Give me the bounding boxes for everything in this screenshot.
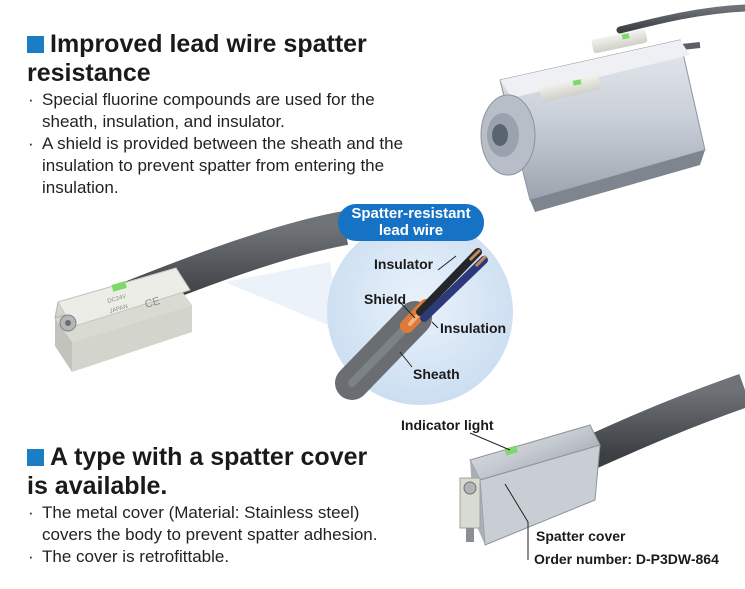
label-insulator: Insulator (374, 256, 434, 272)
label-sheath: Sheath (413, 366, 460, 382)
spatter-resistant-badge: Spatter-resistant lead wire (338, 204, 484, 241)
label-shield: Shield (364, 291, 407, 307)
section1-bullets: Special fluorine compounds are used for … (28, 89, 428, 199)
label-spatter-cover: Spatter cover (536, 528, 626, 544)
section2-bullets: The metal cover (Material: Stainless ste… (28, 502, 408, 568)
svg-text:JAPAN: JAPAN (109, 304, 129, 315)
svg-text:CE: CE (144, 295, 162, 311)
lead-wire-cross-section (225, 219, 513, 405)
spatter-cover-sensor-illustration (459, 373, 745, 546)
section-marker-icon (27, 36, 44, 53)
list-item: The cover is retrofittable. (28, 546, 408, 568)
label-insulation: Insulation (440, 320, 507, 336)
section1-title: Improved lead wire spatter resistance (27, 30, 367, 87)
section-marker-icon (27, 449, 44, 466)
switch-sensor-illustration: DC24V JAPAN CE (54, 211, 349, 372)
svg-text:DC24V: DC24V (107, 294, 127, 305)
section2-title: A type with a spatter cover is available… (27, 443, 368, 500)
label-indicator-light: Indicator light (401, 417, 494, 433)
list-item: The metal cover (Material: Stainless ste… (28, 502, 408, 546)
list-item: Special fluorine compounds are used for … (28, 89, 428, 133)
list-item: A shield is provided between the sheath … (28, 133, 428, 199)
air-cylinder-illustration (480, 4, 745, 212)
order-number: Order number: D-P3DW-864 (534, 551, 719, 567)
